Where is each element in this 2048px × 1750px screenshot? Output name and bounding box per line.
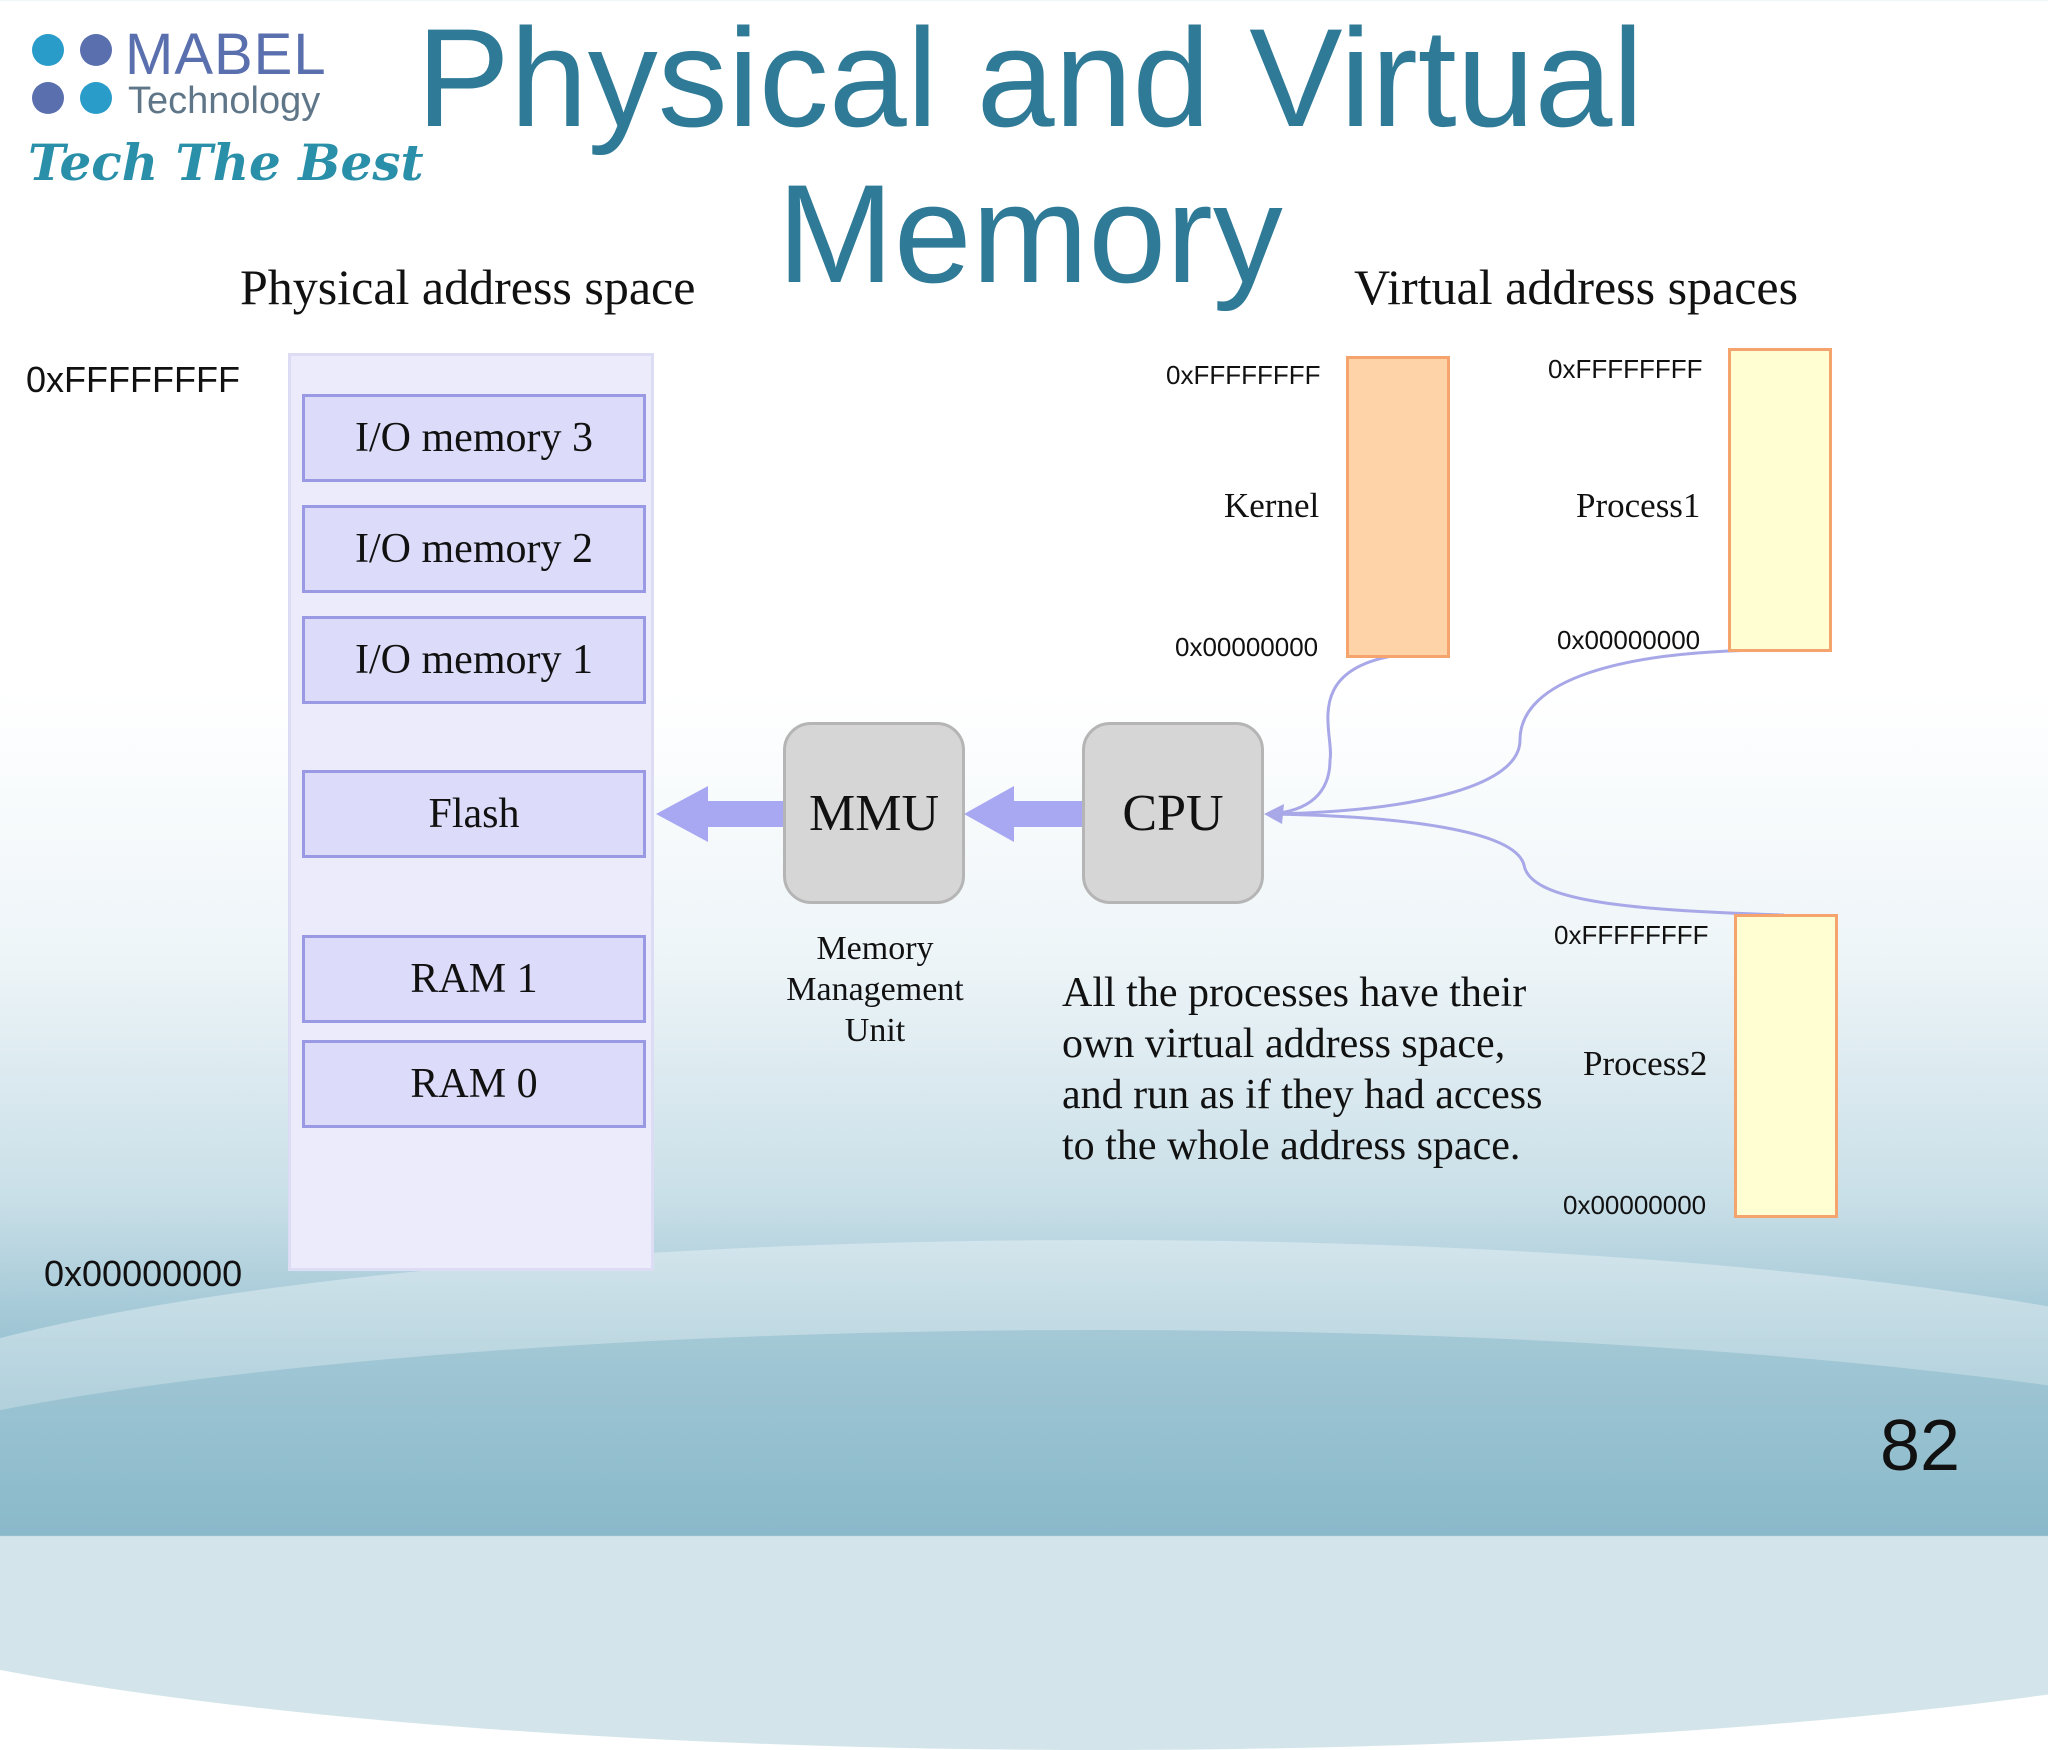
mmu-caption-line: Management [786,971,964,1008]
process1-top-address: 0xFFFFFFFF [1548,354,1703,384]
process2-connector [1267,812,1785,917]
process2-label: Process2 [1583,1044,1708,1083]
logo-name: MABEL [125,22,327,87]
kernel-label: Kernel [1224,486,1320,525]
connector-layer [656,648,1785,917]
kernel-top-address: 0xFFFFFFFF [1166,360,1321,390]
process1-connector [1267,648,1779,816]
mmu-caption: Memory Management Unit [760,928,990,1051]
region-io-memory-3: I/O memory 3 [302,394,646,482]
kernel-bottom-address: 0x00000000 [1175,632,1319,662]
logo-dot-icon [80,34,112,66]
kernel-address-space [1346,356,1450,658]
region-ram-1: RAM 1 [302,935,646,1023]
physical-top-address: 0xFFFFFFFF [26,359,240,400]
page-number: 82 [1880,1406,1961,1486]
process2-bottom-address: 0x00000000 [1563,1190,1707,1220]
region-io-memory-2: I/O memory 2 [302,505,646,593]
logo-dot-icon [32,82,64,114]
region-ram-0: RAM 0 [302,1040,646,1128]
process1-address-space [1728,348,1832,652]
explanation-note: All the processes have their own virtual… [1062,970,1543,1169]
mmu-caption-line: Memory [816,930,934,967]
virtual-header: Virtual address spaces [1354,259,1799,315]
process2-top-address: 0xFFFFFFFF [1554,920,1709,950]
logo-subtitle: Technology [128,80,321,122]
arrow-mmu-to-physical [656,786,784,842]
mmu-caption-line: Unit [844,1012,906,1049]
physical-bottom-address: 0x00000000 [44,1253,243,1294]
physical-header: Physical address space [240,259,696,315]
process2-address-space [1734,914,1838,1218]
region-io-memory-1: I/O memory 1 [302,616,646,704]
process1-bottom-address: 0x00000000 [1557,625,1701,655]
arrowhead-icon [1264,804,1284,824]
region-flash: Flash [302,770,646,858]
slide-title: Physical and Virtual Memory [416,0,1644,312]
logo-dot-icon [32,34,64,66]
process1-label: Process1 [1576,486,1701,525]
logo-dot-icon [80,82,112,114]
logo-tagline: Tech The Best [28,133,424,192]
arrow-cpu-to-mmu [964,786,1082,842]
kernel-connector [1267,653,1399,816]
cpu-block: CPU [1082,722,1264,904]
mmu-block: MMU [783,722,965,904]
